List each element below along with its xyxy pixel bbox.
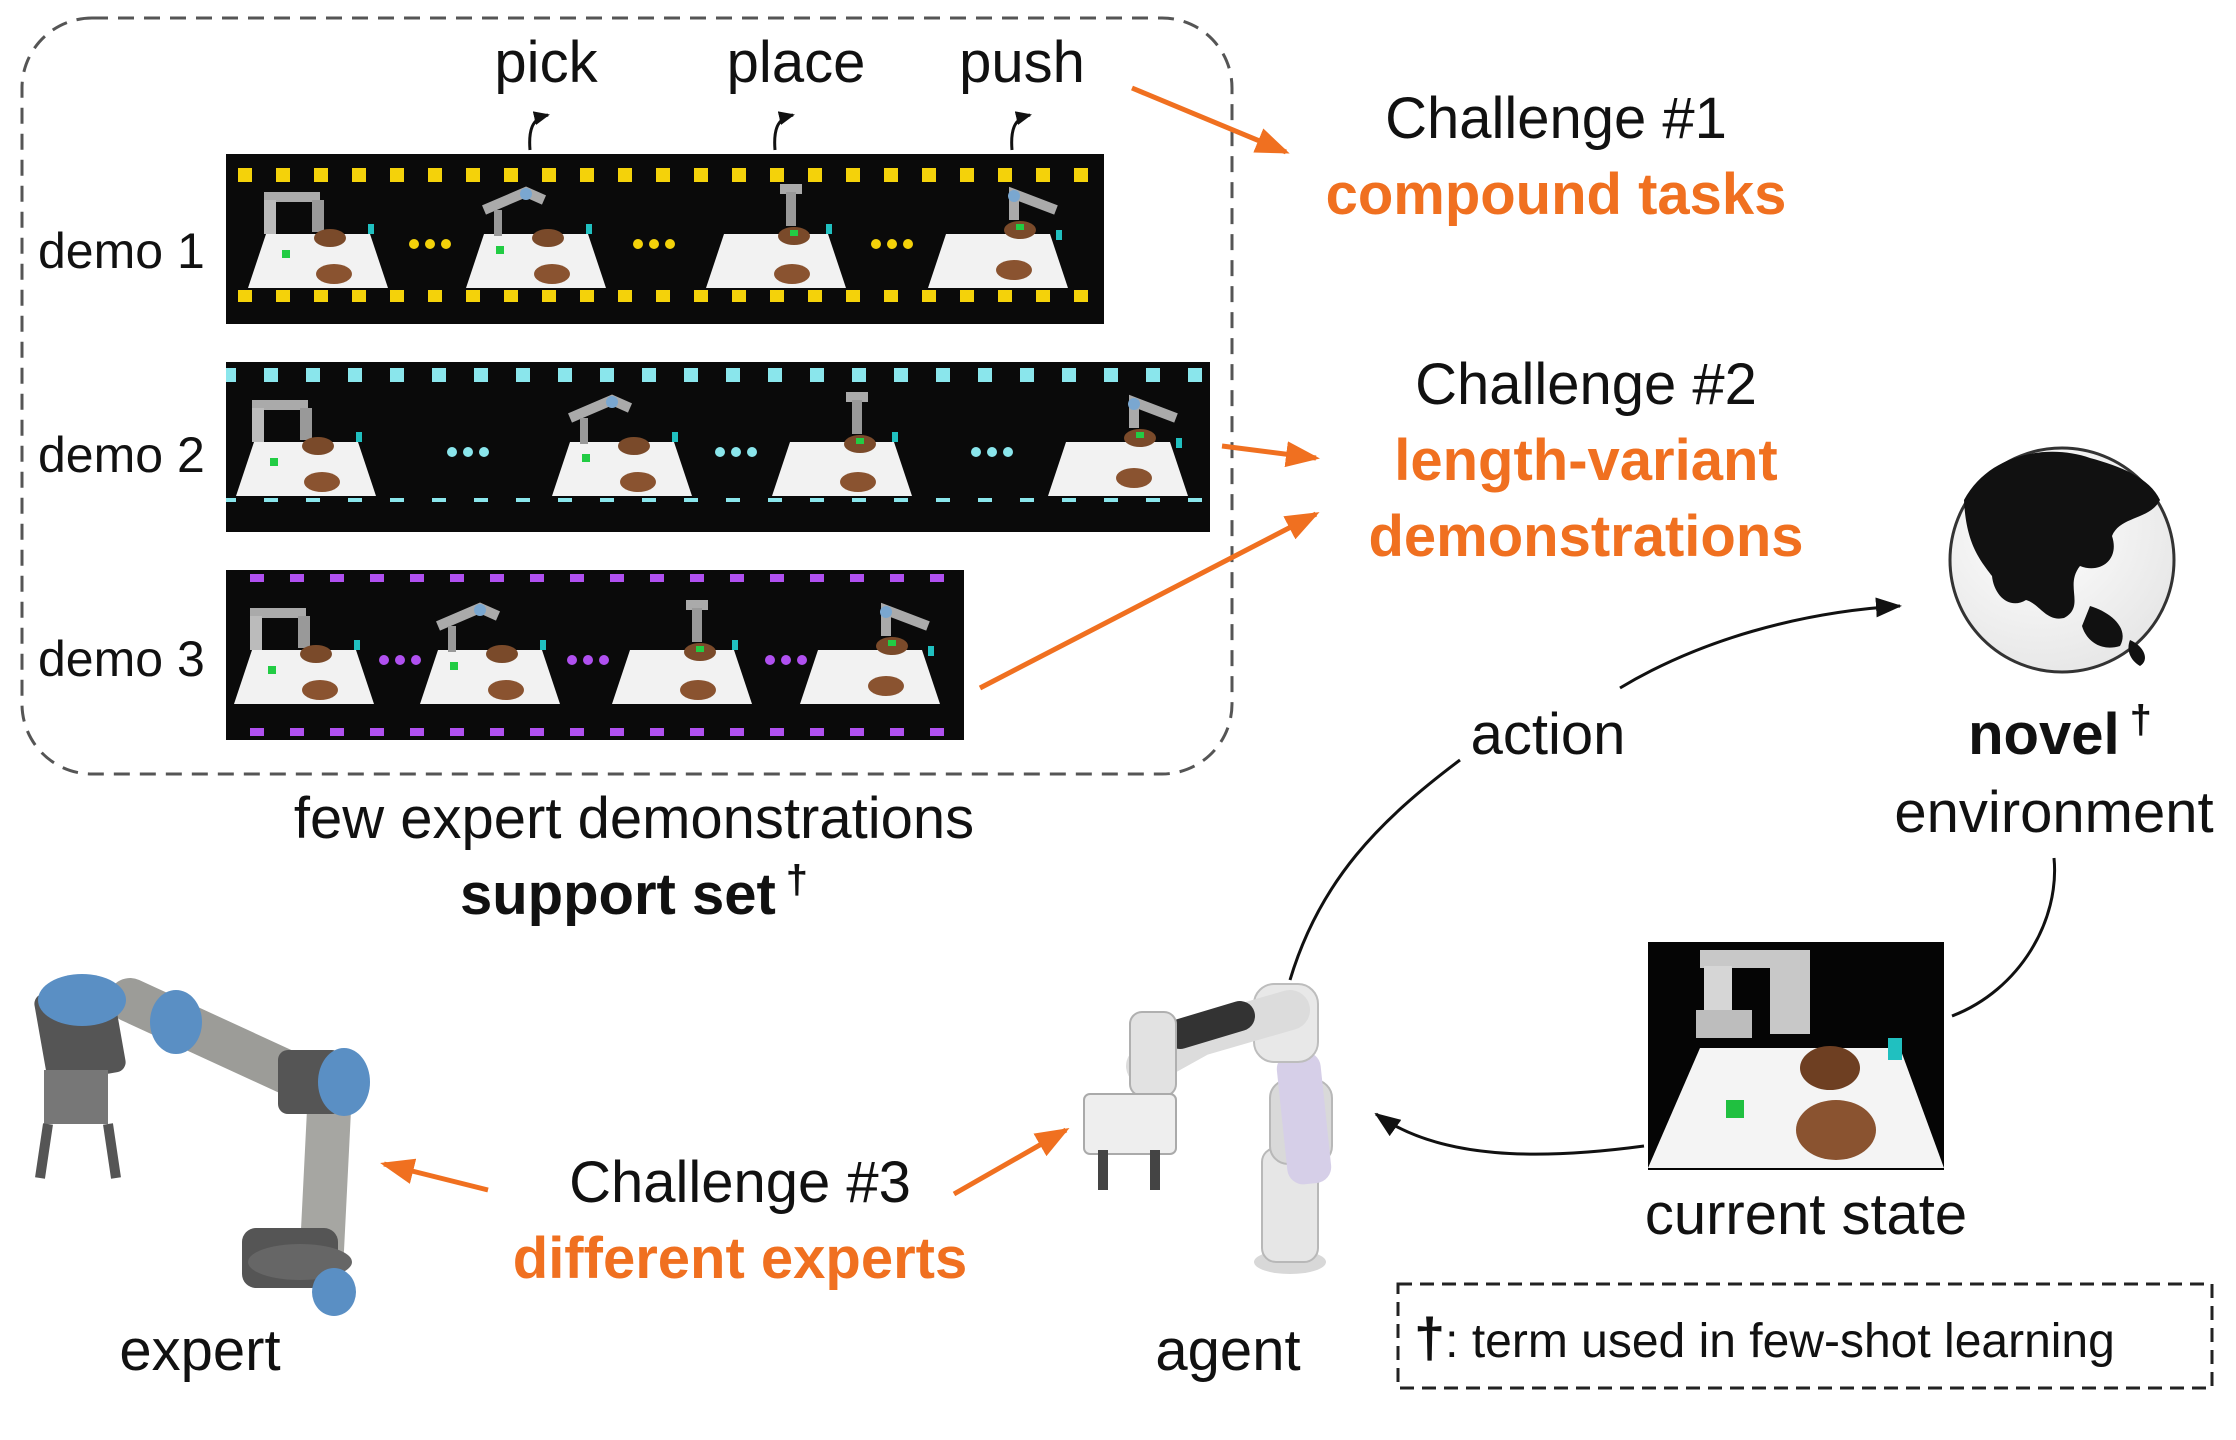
agent-to-env-arrow xyxy=(1288,758,1461,981)
footnote-dagger: † xyxy=(1414,1306,1446,1369)
demo-3-ellipsis-1 xyxy=(379,655,421,665)
push-arrow xyxy=(1010,111,1032,151)
demo-3-filmstrip xyxy=(226,570,964,740)
demo-2-ellipsis-1 xyxy=(447,447,489,457)
env-to-state-arrow xyxy=(1951,857,2057,1018)
demo-1-ellipsis-2 xyxy=(633,239,675,249)
environment-label: environment xyxy=(1894,780,2214,845)
challenge-3-arrow-right xyxy=(952,1127,1070,1197)
challenge-3-title: Challenge #3 xyxy=(569,1150,911,1215)
support-caption-line2: support set† xyxy=(460,860,808,924)
action-label: action xyxy=(1470,702,1626,767)
place-label: place xyxy=(726,30,866,95)
demo-1-frame-3 xyxy=(706,184,846,288)
demo-3-frame-2 xyxy=(420,602,560,704)
novel-label: novel xyxy=(1968,702,2120,767)
demo-2-frame-4 xyxy=(1048,394,1188,496)
footnote-box xyxy=(1396,1282,2214,1390)
demo-3-frame-1 xyxy=(234,608,374,704)
globe-icon xyxy=(1948,446,2176,674)
agent-robot-icon xyxy=(1083,983,1333,1274)
current-state-image xyxy=(1648,942,1944,1170)
demo-2-ellipsis-3 xyxy=(971,447,1013,457)
demo-1-frame-1 xyxy=(248,192,388,288)
demo-1-ellipsis-1 xyxy=(409,239,451,249)
challenge-3-arrow-left xyxy=(380,1158,489,1193)
demo-2-ellipsis-2 xyxy=(715,447,757,457)
demo-2-frame-2 xyxy=(552,394,692,496)
novel-dagger: † xyxy=(2129,698,2152,742)
challenge-2-arrow-a xyxy=(1221,441,1320,468)
expert-robot-icon xyxy=(34,974,370,1316)
support-dagger: † xyxy=(785,858,809,902)
challenge-1-name: compound tasks xyxy=(1325,162,1787,227)
expert-label: expert xyxy=(119,1318,281,1383)
challenge-1-title: Challenge #1 xyxy=(1385,86,1727,151)
demo-2-label: demo 2 xyxy=(38,427,205,483)
action-to-globe-arrow xyxy=(1619,597,1902,690)
pick-label: pick xyxy=(494,30,598,95)
demo-2-frame-1 xyxy=(236,400,376,496)
footnote-body: : term used in few-shot learning xyxy=(1445,1315,2115,1368)
footnote-text: †: term used in few-shot learning xyxy=(1414,1310,2115,1366)
demo-3-ellipsis-2 xyxy=(567,655,609,665)
agent-label: agent xyxy=(1155,1318,1301,1383)
demo-3-label: demo 3 xyxy=(38,631,205,687)
demo-1-filmstrip xyxy=(226,154,1104,324)
current-state-label: current state xyxy=(1644,1182,1968,1247)
demo-2-frame-3 xyxy=(772,392,912,496)
support-set-box xyxy=(20,16,1234,776)
place-arrow xyxy=(773,111,795,151)
support-caption-line1: few expert demonstrations xyxy=(293,786,975,851)
demo-3-frame-3 xyxy=(612,600,752,704)
challenge-2-title: Challenge #2 xyxy=(1415,352,1757,417)
pick-arrow xyxy=(528,111,550,151)
demo-3-frame-4 xyxy=(800,602,940,704)
demo-1-frame-4 xyxy=(928,186,1068,288)
novel-label-row: novel† xyxy=(1968,700,2152,764)
challenge-2-name-1: length-variant xyxy=(1394,428,1778,493)
state-to-agent-arrow xyxy=(1374,1112,1645,1156)
support-set-label: support set xyxy=(459,862,776,927)
demo-1-label: demo 1 xyxy=(38,223,205,279)
demo-1-ellipsis-3 xyxy=(871,239,913,249)
challenge-3-name: different experts xyxy=(512,1226,968,1291)
demo-2-filmstrip xyxy=(226,362,1210,532)
push-label: push xyxy=(959,30,1085,95)
demo-3-ellipsis-3 xyxy=(765,655,807,665)
challenge-2-arrow-b xyxy=(978,511,1320,691)
challenge-2-name-2: demonstrations xyxy=(1368,504,1804,569)
demo-1-frame-2 xyxy=(466,186,606,288)
challenge-1-arrow xyxy=(1131,85,1290,155)
